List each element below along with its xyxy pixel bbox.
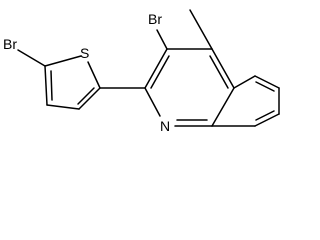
bond-c7-c8-inner: [255, 110, 275, 121]
atom-label-s: S: [80, 45, 89, 61]
bond-c3q-br: [156, 29, 168, 50]
chemical-structure-diagram: Br S Br N: [3, 9, 280, 134]
bond-c4a-c5: [233, 75, 256, 89]
bond-c7-c8: [254, 113, 280, 127]
bond-c4-c5: [44, 65, 48, 106]
bond-c3-c4: [46, 104, 80, 110]
bond-c5-c6: [254, 75, 280, 89]
bond-br-c5: [17, 49, 46, 67]
atom-label-br-quinoline: Br: [148, 11, 162, 27]
atom-label-n: N: [160, 118, 170, 134]
bond-c2-c3-inner: [77, 87, 95, 105]
bond-s-c2: [87, 61, 101, 89]
bond-c2q-c3q: [144, 48, 168, 89]
bond-c4q-c4a-inner: [209, 55, 229, 89]
bond-c4-c5-inner: [50, 70, 53, 101]
bond-c5-s: [44, 55, 82, 67]
bond-c5-c6-inner: [255, 81, 275, 92]
bond-c4q-methyl: [189, 9, 213, 50]
bond-c2q-c3q-inner: [150, 55, 170, 89]
bond-c4a-c8a: [211, 87, 235, 127]
bond-n-c2q: [144, 87, 161, 117]
atom-label-br-thiophene: Br: [3, 36, 17, 52]
bond-c4q-c4a: [211, 48, 235, 89]
bond-c2-c3: [78, 87, 101, 110]
